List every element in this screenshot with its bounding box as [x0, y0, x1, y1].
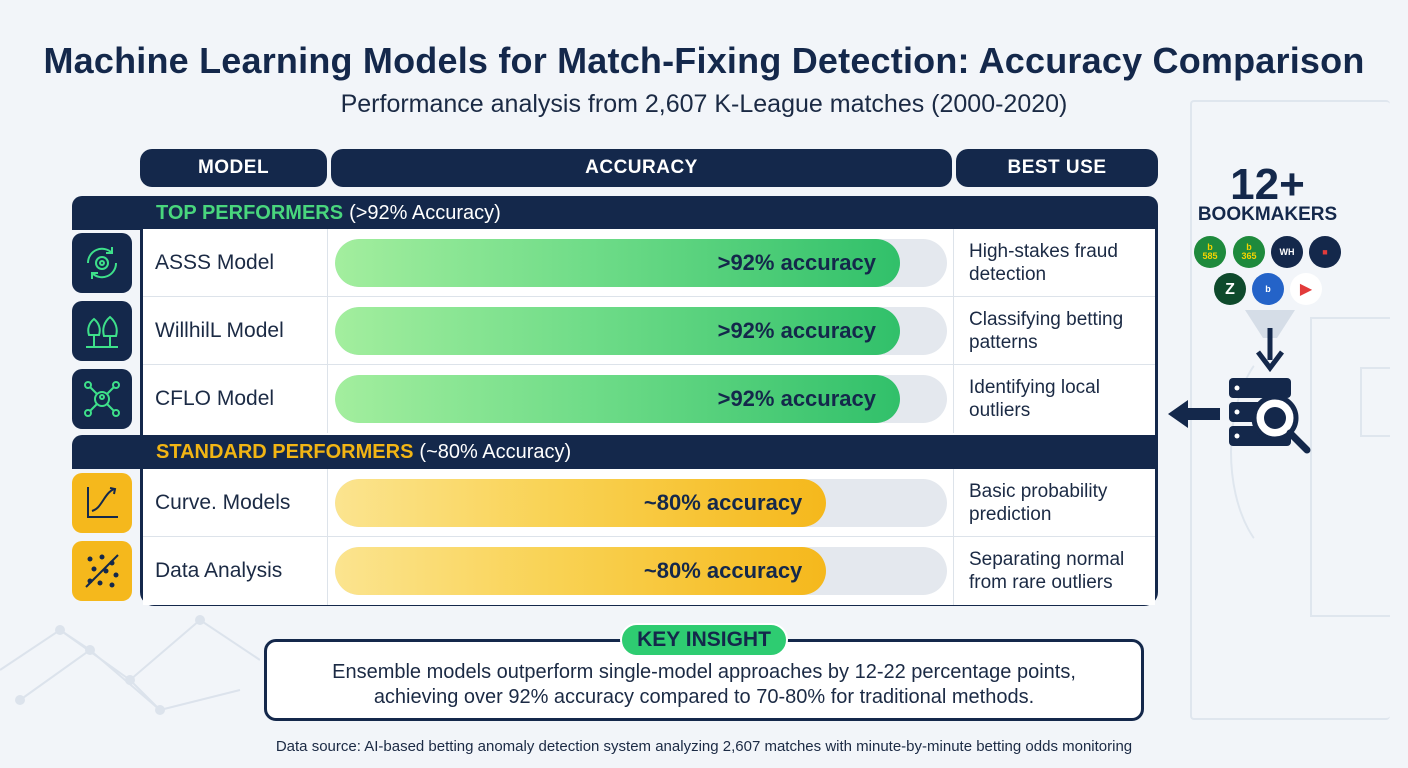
accuracy-bar-track: ~80% accuracy	[335, 479, 947, 527]
table-row: ASSS Model >92% accuracy High-stakes fraud…	[143, 229, 1155, 297]
accuracy-bar-track: >92% accuracy	[335, 375, 947, 423]
accuracy-bar: ~80% accuracy	[335, 479, 827, 527]
bookmaker-logo-5: Z	[1214, 273, 1246, 305]
accuracy-bar: >92% accuracy	[335, 239, 900, 287]
data-source-note: Data source: AI-based betting anomaly de…	[275, 738, 1133, 755]
page-subtitle: Performance analysis from 2,607 K-League…	[340, 90, 1068, 118]
accuracy-bar: >92% accuracy	[335, 375, 900, 423]
network-lines-background	[0, 615, 260, 715]
database-search-icon	[1229, 310, 1311, 454]
bookmaker-logo-7: ▶	[1290, 273, 1322, 305]
key-insight-badge: KEY INSIGHT	[620, 623, 788, 657]
table-row: CFLO Model >92% accuracy Identifying local…	[143, 365, 1155, 433]
accuracy-bar-track: ~80% accuracy	[335, 547, 947, 595]
accuracy-bar-track: >92% accuracy	[335, 239, 947, 287]
accuracy-label: >92% accuracy	[717, 386, 876, 411]
key-insight-box: Ensemble models outperform single-model …	[264, 639, 1144, 721]
table-row: WillhilL Model >92% accuracy Classifying b…	[143, 297, 1155, 365]
model-name: CFLO Model	[155, 387, 275, 410]
line-chart-icon	[72, 473, 132, 533]
model-name: WillhilL Model	[155, 319, 284, 342]
bookmakers-count: 12+	[1230, 160, 1305, 209]
tier-name-top: TOP PERFORMERS	[156, 201, 344, 224]
accuracy-label: >92% accuracy	[717, 318, 876, 343]
column-header-model: MODEL	[140, 149, 327, 187]
model-name: Curve. Models	[155, 491, 291, 514]
tier-band-standard: STANDARD PERFORMERS (~80% Accuracy)	[72, 435, 1158, 469]
trees-icon	[72, 301, 132, 361]
best-use-text: Identifying local outliers	[969, 377, 1100, 421]
page-title: Machine Learning Models for Match-Fixing…	[43, 40, 1365, 81]
table-row: Data Analysis ~80% accuracy Separating nor…	[143, 537, 1155, 605]
accuracy-label: >92% accuracy	[717, 250, 876, 275]
best-use-text: Classifying betting patterns	[969, 309, 1124, 353]
gear-cycle-icon	[72, 233, 132, 293]
column-header-accuracy: ACCURACY	[331, 149, 952, 187]
model-name: Data Analysis	[155, 559, 283, 582]
accuracy-bar: ~80% accuracy	[335, 547, 827, 595]
tier-name-standard: STANDARD PERFORMERS	[156, 440, 414, 463]
bookmaker-logo-6: b	[1252, 273, 1284, 305]
column-header-best-use: BEST USE	[956, 149, 1158, 187]
tier-band-top: TOP PERFORMERS (>92% Accuracy)	[72, 196, 1158, 230]
key-insight-text: Ensemble models outperform single-model …	[332, 661, 1076, 708]
accuracy-bar-track: >92% accuracy	[335, 307, 947, 355]
model-name: ASSS Model	[155, 251, 275, 274]
best-use-text: High-stakes fraud detection	[969, 241, 1118, 285]
best-use-text: Separating normal from rare outliers	[969, 549, 1125, 593]
tier-note-top: (>92% Accuracy)	[349, 201, 501, 224]
tier-note-standard: (~80% Accuracy)	[419, 440, 572, 463]
accuracy-bar: >92% accuracy	[335, 307, 900, 355]
bookmakers-label: BOOKMAKERS	[1197, 204, 1338, 225]
best-use-text: Basic probability prediction	[969, 481, 1108, 525]
accuracy-label: ~80% accuracy	[643, 490, 803, 515]
bookmaker-logo-4: ■	[1309, 236, 1341, 268]
arrow-left-icon	[1168, 400, 1220, 428]
scatter-plot-icon	[72, 541, 132, 601]
bookmaker-logo-3: WH	[1271, 236, 1303, 268]
network-nodes-icon	[72, 369, 132, 429]
table-row: Curve. Models ~80% accuracy Basic probabil…	[143, 469, 1155, 537]
accuracy-label: ~80% accuracy	[643, 558, 803, 583]
